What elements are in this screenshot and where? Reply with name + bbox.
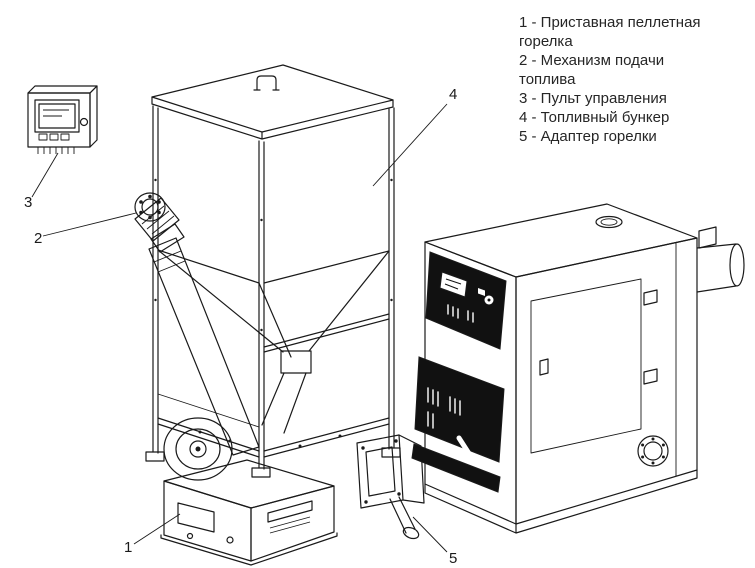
control-panel-drawing (27, 85, 98, 154)
panel-screen (38, 103, 76, 129)
burner-adapter-drawing (356, 434, 425, 540)
feed-mechanism-drawing (134, 192, 260, 456)
cleanout-port (637, 435, 669, 467)
auger-tube (148, 237, 260, 456)
motor-flange (134, 192, 166, 222)
hopper-lid (151, 64, 394, 133)
callout-4: 4 (449, 86, 457, 103)
side-flue (729, 243, 745, 287)
feed-motor (134, 197, 180, 242)
boiler-side-door (530, 278, 642, 454)
boiler-control-panel (425, 251, 507, 350)
callout-2: 2 (34, 230, 42, 247)
pellet-burner-drawing (160, 417, 338, 566)
legend: 1 - Приставная пеллетная горелка 2 - Мех… (519, 13, 709, 146)
legend-item-1: 1 - Приставная пеллетная горелка (519, 14, 701, 50)
flue-collar (595, 215, 623, 229)
legend-item-5: 5 - Адаптер горелки (519, 128, 657, 145)
adapter-pipe (389, 496, 416, 534)
boiler-display (439, 271, 468, 298)
hopper-funnel (157, 249, 390, 358)
boiler-drawing (411, 203, 745, 534)
fuel-hopper-drawing (145, 64, 401, 478)
callouts: 3 2 4 1 5 (24, 86, 457, 567)
callout-1: 1 (124, 539, 132, 556)
callout-3: 3 (24, 194, 32, 211)
legend-item-2: 2 - Механизм подачи топлива (519, 52, 665, 88)
callout-5: 5 (449, 550, 457, 567)
adapter-flange (356, 434, 404, 509)
hopper-outlet (280, 350, 312, 374)
panel-knob (79, 117, 89, 127)
panel-bezel (34, 99, 80, 133)
lid-handle (253, 75, 280, 91)
door-lever (456, 435, 480, 469)
legend-item-3: 3 - Пульт управления (519, 90, 667, 107)
blower-fan (163, 417, 233, 481)
legend-item-4: 4 - Топливный бункер (519, 109, 670, 126)
